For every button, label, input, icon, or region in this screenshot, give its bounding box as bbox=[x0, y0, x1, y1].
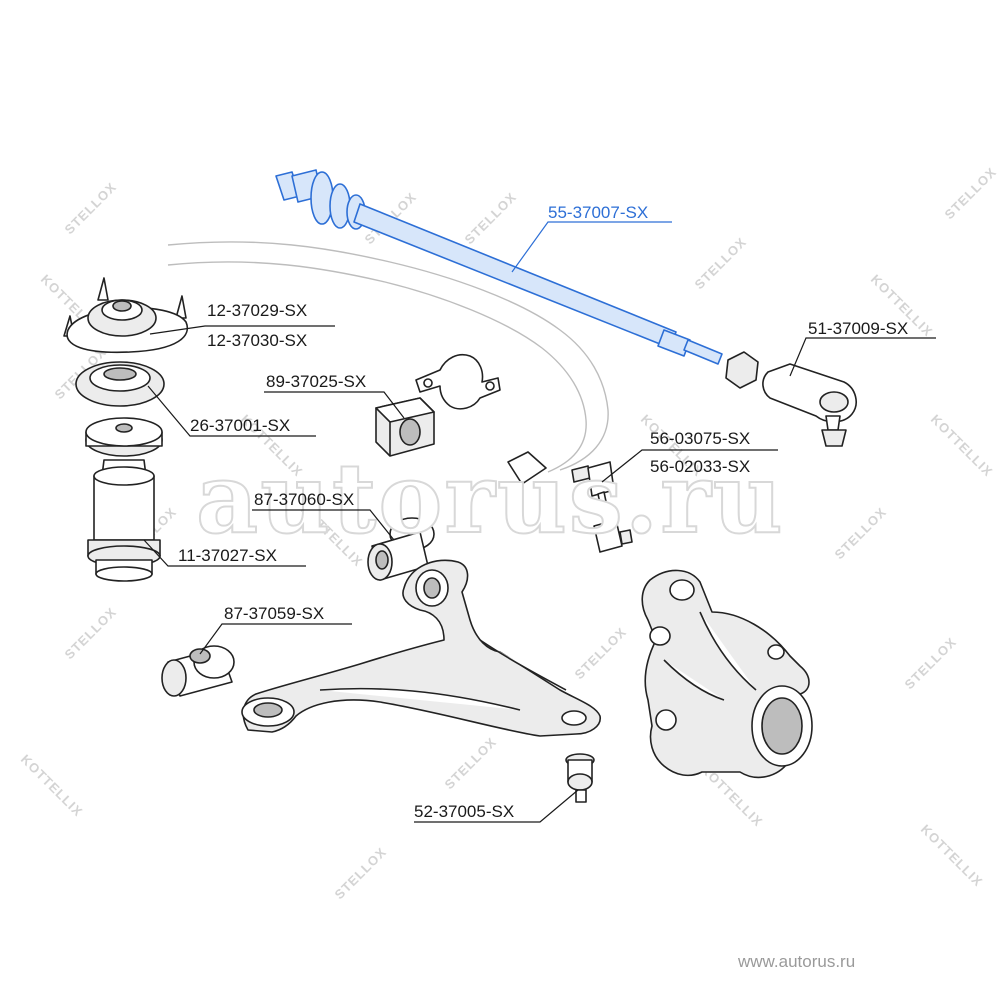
watermark-text: STELLOX bbox=[942, 164, 1000, 222]
part-label-strut-mount-b: 12-37030-SX bbox=[207, 331, 307, 350]
lower-control-arm bbox=[241, 559, 601, 737]
tie-rod-part bbox=[275, 169, 723, 365]
ball-joint-part bbox=[565, 753, 595, 803]
watermark-text: STELLOX bbox=[62, 179, 120, 237]
bump-stop-part bbox=[85, 417, 163, 582]
stabilizer-bushing-part bbox=[375, 397, 435, 457]
watermark-text: STELLOX bbox=[572, 624, 630, 682]
leader-lines bbox=[143, 221, 936, 823]
stabilizer-link-part bbox=[571, 461, 633, 553]
part-label-tie-rod: 55-37007-SX bbox=[548, 203, 648, 222]
part-label-arm-bushing-rear: 87-37059-SX bbox=[224, 604, 324, 623]
watermark-text: KOTTELLIX bbox=[918, 822, 986, 890]
watermark-text: STELLOX bbox=[692, 234, 750, 292]
watermark-text: STELLOX bbox=[332, 844, 390, 902]
part-label-stabilizer-bushing: 89-37025-SX bbox=[266, 372, 366, 391]
part-labels: 55-37007-SX 51-37009-SX 12-37029-SX 12-3… bbox=[178, 203, 908, 821]
part-label-tie-rod-end: 51-37009-SX bbox=[808, 319, 908, 338]
watermark-text: STELLOX bbox=[832, 504, 890, 562]
tie-rod-end-part bbox=[725, 351, 857, 447]
part-label-arm-bushing-front: 87-37060-SX bbox=[254, 490, 354, 509]
part-label-bump-stop: 11-37027-SX bbox=[178, 546, 277, 565]
strut-bearing-part bbox=[75, 361, 165, 407]
watermark-text: STELLOX bbox=[442, 734, 500, 792]
rear-arm-bushing-part bbox=[161, 645, 235, 697]
part-label-strut-bearing: 26-37001-SX bbox=[190, 416, 290, 435]
watermark-text: KOTTELLIX bbox=[928, 412, 996, 480]
watermark-text: STELLOX bbox=[462, 189, 520, 247]
stabilizer-bar bbox=[167, 241, 609, 485]
watermark-text: STELLOX bbox=[902, 634, 960, 692]
site-watermark: autorus.ru bbox=[196, 442, 785, 555]
part-label-strut-mount-a: 12-37029-SX bbox=[207, 301, 307, 320]
part-label-stabilizer-link-a: 56-03075-SX bbox=[650, 429, 750, 448]
site-url[interactable]: www.autorus.ru bbox=[737, 952, 855, 971]
strut-mount-part bbox=[63, 277, 188, 354]
part-label-stabilizer-link-b: 56-02033-SX bbox=[650, 457, 750, 476]
stabilizer-bracket bbox=[415, 354, 501, 410]
part-label-ball-joint: 52-37005-SX bbox=[414, 802, 514, 821]
watermark-text: STELLOX bbox=[62, 604, 120, 662]
watermark-text: KOTTELLIX bbox=[18, 752, 86, 820]
steering-knuckle bbox=[641, 569, 813, 779]
